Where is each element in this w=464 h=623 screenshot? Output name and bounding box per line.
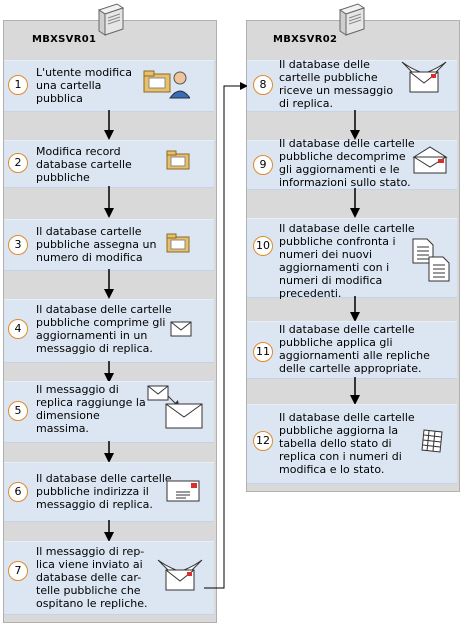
server-icon [338,2,366,36]
step-number: 6 [8,482,28,502]
step-number: 5 [8,401,28,421]
step-text: Il messaggio di rep- lica viene inviato … [36,545,148,610]
open-envelope-icon [412,145,448,175]
flow-arrow [350,110,360,140]
addressed-envelope-icon [166,480,200,502]
documents-icon [411,237,453,283]
step-number: 11 [253,342,273,362]
two-envelopes-icon [146,384,206,430]
step-text: Il database delle cartelle pubbliche dec… [279,137,415,189]
folder-icon [166,150,190,170]
step-number: 10 [253,236,273,256]
flow-arrow [104,520,114,542]
flow-arrow [104,110,114,140]
step-text: Il database delle cartelle pubbliche com… [36,303,172,355]
folder-and-user-icon [142,66,190,100]
cross-server-connector [204,82,248,589]
step-number: 3 [8,235,28,255]
server-label: MBXSVR02 [273,34,338,45]
step-box [4,140,214,188]
step-text: Il database cartelle pubbliche assegna u… [36,225,157,264]
step-number: 7 [8,561,28,581]
flow-arrow [350,296,360,322]
step-number: 8 [253,75,273,95]
step-text: Il database delle cartelle pubbliche ric… [279,58,394,110]
step-box [4,60,214,112]
flow-arrow [104,361,114,383]
step-text: Modifica record database cartelle pubbli… [36,145,132,184]
step-text: Il database delle cartelle pubbliche agg… [279,411,415,476]
step-box [247,321,457,379]
step-text: Il database delle cartelle pubbliche ind… [36,472,172,511]
table-icon [420,428,444,454]
flow-arrow [350,377,360,405]
folder-icon [166,233,190,253]
server-icon [97,2,125,36]
step-number: 9 [253,155,273,175]
envelope-icon [170,321,192,337]
server-label: MBXSVR01 [32,34,97,45]
flow-arrow [104,269,114,299]
step-number: 2 [8,153,28,173]
winged-envelope-icon [156,558,204,594]
step-number: 12 [253,431,273,451]
step-text: Il database delle cartelle pubbliche con… [279,222,415,300]
winged-envelope-icon [400,60,448,96]
step-box [247,404,457,484]
flow-arrow [350,188,360,218]
flow-arrow [104,186,114,218]
step-text: L'utente modifica una cartella pubblica [36,66,132,105]
step-text: Il messaggio di replica raggiunge la dim… [36,383,146,435]
flow-arrow [104,441,114,463]
step-number: 4 [8,319,28,339]
step-text: Il database delle cartelle pubbliche app… [279,323,430,375]
step-number: 1 [8,75,28,95]
